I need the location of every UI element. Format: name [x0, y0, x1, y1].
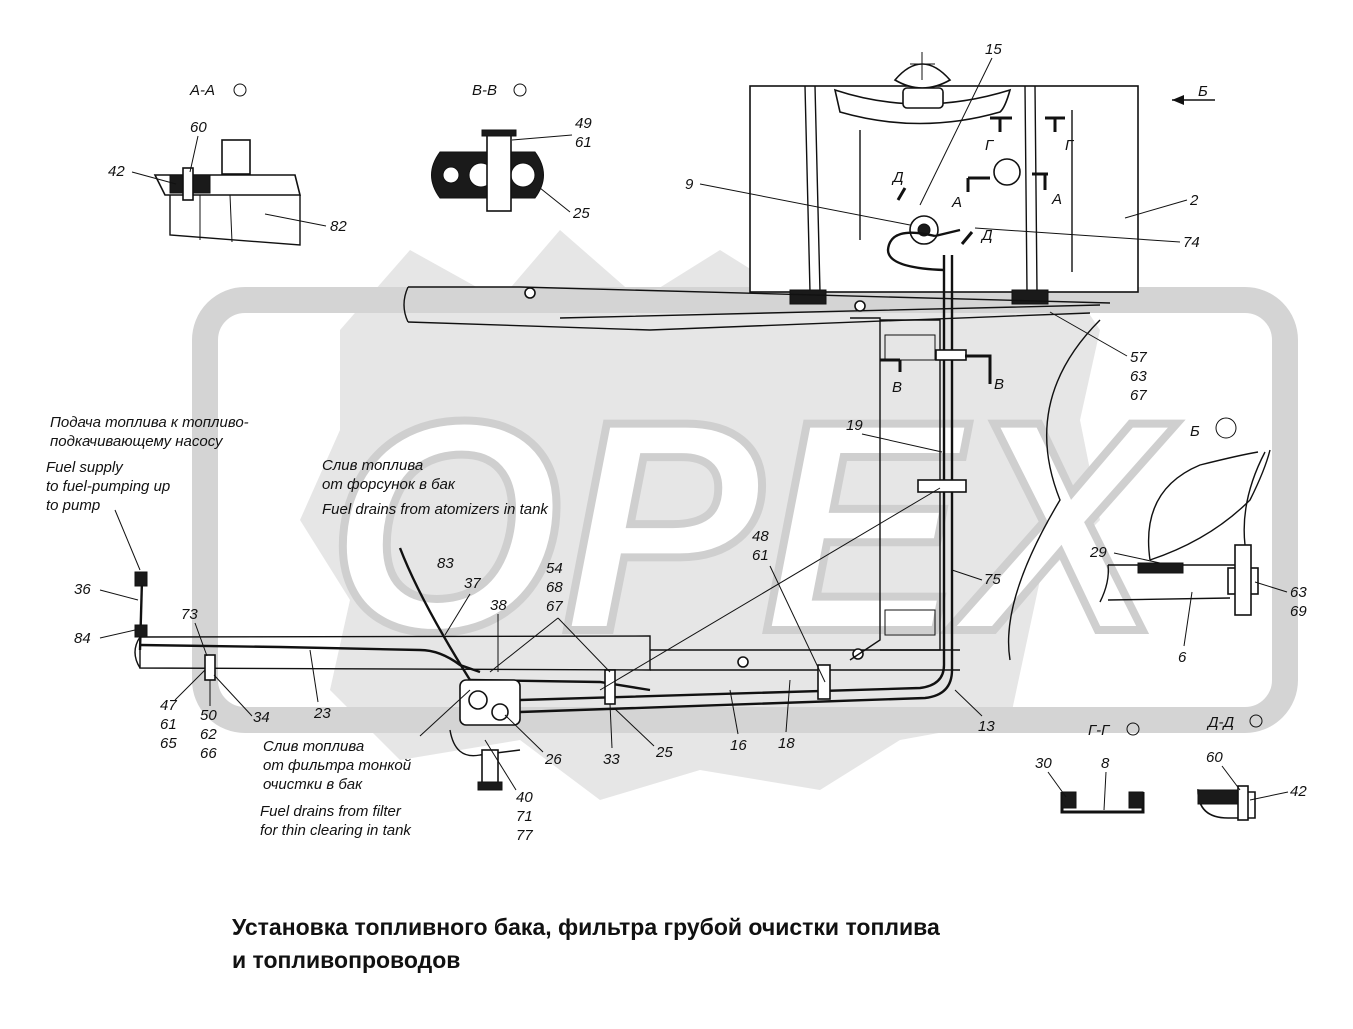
caption-drain-filter-ru-2: от фильтра тонкой [263, 757, 412, 774]
callout-63b: 63 [1290, 584, 1307, 601]
callout-60b: 60 [1206, 749, 1223, 766]
section-gg-detail [1060, 791, 1145, 814]
callout-74: 74 [1183, 234, 1200, 251]
caption-supply-ru-2: подкачивающему насосу [50, 433, 224, 450]
callout-37: 37 [464, 575, 481, 592]
callout-68: 68 [546, 579, 563, 596]
section-b-view-circle [1215, 417, 1237, 439]
section-gg-label: Г-Г [1088, 722, 1111, 739]
caption-drain-atom-ru-1: Слив топлива [322, 457, 423, 474]
section-aa-label: А-А [189, 82, 215, 99]
section-dd-detail [1197, 785, 1256, 821]
caption-drain-filter-ru-3: очистки в бак [263, 776, 363, 793]
section-b-view-label: Б [1190, 423, 1200, 440]
callout-61a: 61 [752, 547, 769, 564]
section-mark-v1 [880, 358, 902, 372]
view-mark-d1: Д [891, 169, 904, 186]
section-vv-detail [431, 129, 544, 212]
callout-83: 83 [437, 555, 454, 572]
section-vv-label: В-В [472, 82, 497, 99]
callout-15: 15 [985, 41, 1002, 58]
callout-6: 6 [1178, 649, 1187, 666]
frame-rail-upper [403, 286, 1111, 331]
coarse-fuel-filter [449, 679, 521, 791]
callout-9: 9 [685, 176, 694, 193]
callout-61b: 61 [160, 716, 177, 733]
callout-34: 34 [253, 709, 270, 726]
callout-25b: 25 [572, 205, 590, 222]
callout-30: 30 [1035, 755, 1052, 772]
callout-38: 38 [490, 597, 507, 614]
callout-8: 8 [1101, 755, 1110, 772]
caption-supply-en-2: to fuel-pumping up [46, 478, 170, 495]
section-gg-circle [1126, 722, 1140, 736]
callout-13: 13 [978, 718, 995, 735]
view-mark-v2: В [994, 376, 1004, 393]
callout-50: 50 [200, 707, 217, 724]
callout-33: 33 [603, 751, 620, 768]
section-dd-circle [1249, 714, 1263, 728]
diagram-title-line-2: и топливопроводов [232, 947, 460, 973]
section-vv-circle [513, 83, 527, 97]
caption-supply-en-3: to pump [46, 497, 100, 514]
caption-drain-filter-en-2: for thin clearing in tank [260, 822, 412, 839]
callout-57: 57 [1130, 349, 1147, 366]
callout-23: 23 [313, 705, 331, 722]
callout-40: 40 [516, 789, 533, 806]
callout-36: 36 [74, 581, 91, 598]
caption-supply-en-1: Fuel supply [46, 459, 124, 476]
callout-19: 19 [846, 417, 863, 434]
callout-18: 18 [778, 735, 795, 752]
callout-54: 54 [546, 560, 563, 577]
callout-65: 65 [160, 735, 177, 752]
section-aa-circle [233, 83, 247, 97]
section-mark-v2 [965, 354, 992, 384]
caption-supply-ru-1: Подача топлива к топливо- [50, 414, 249, 431]
view-mark-d2: Д [980, 227, 993, 244]
section-aa-detail [153, 139, 302, 246]
callout-47: 47 [160, 697, 177, 714]
callout-61c: 61 [575, 134, 592, 151]
callout-77: 77 [516, 827, 533, 844]
callout-66: 66 [200, 745, 217, 762]
callout-73: 73 [181, 606, 198, 623]
callout-60a: 60 [190, 119, 207, 136]
callout-84: 84 [74, 630, 91, 647]
diagram-title-line-1: Установка топливного бака, фильтра грубо… [232, 914, 940, 940]
callout-82: 82 [330, 218, 347, 235]
view-mark-b: Б [1198, 83, 1208, 100]
callout-42b: 42 [1290, 783, 1307, 800]
callout-67b: 67 [546, 598, 563, 615]
callout-26: 26 [544, 751, 562, 768]
callout-67a: 67 [1130, 387, 1147, 404]
view-mark-g1: Г [985, 137, 995, 154]
section-dd-label: Д-Д [1206, 714, 1235, 731]
caption-drain-atom-en: Fuel drains from atomizers in tank [322, 501, 549, 518]
callout-42a: 42 [108, 163, 125, 180]
callout-71: 71 [516, 808, 533, 825]
callout-25a: 25 [655, 744, 673, 761]
callout-2: 2 [1189, 192, 1199, 209]
caption-drain-filter-ru-1: Слив топлива [263, 738, 364, 755]
caption-drain-atom-ru-2: от форсунок в бак [322, 476, 456, 493]
view-mark-v1: В [892, 379, 902, 396]
fuel-tank [749, 52, 1139, 305]
callout-69: 69 [1290, 603, 1307, 620]
callout-48: 48 [752, 528, 769, 545]
watermark: OPEX [192, 230, 1298, 800]
view-mark-g2: Г [1065, 137, 1075, 154]
caption-drain-filter-en-1: Fuel drains from filter [260, 803, 402, 820]
callout-75: 75 [984, 571, 1001, 588]
watermark-text: OPEX [328, 358, 1177, 694]
callout-63a: 63 [1130, 368, 1147, 385]
callout-62: 62 [200, 726, 217, 743]
callout-16: 16 [730, 737, 747, 754]
view-b-detail [1099, 449, 1271, 616]
view-mark-a1: А [951, 194, 962, 211]
callout-49: 49 [575, 115, 592, 132]
callout-29: 29 [1089, 544, 1107, 561]
view-mark-a2: А [1051, 191, 1062, 208]
